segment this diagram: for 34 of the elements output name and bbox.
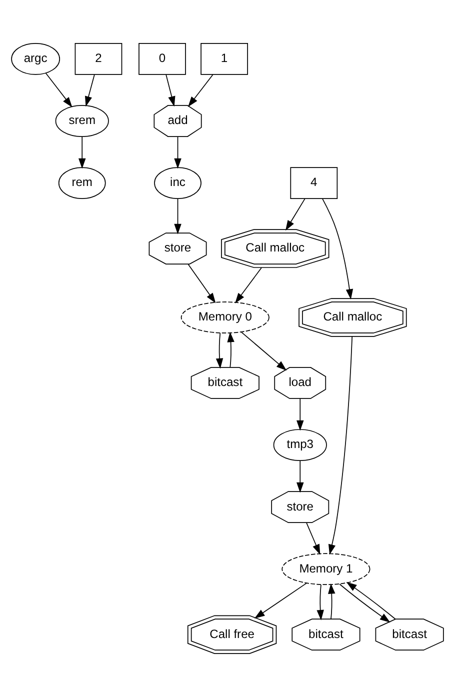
arrow — [78, 136, 86, 168]
node-ellipse: srem — [55, 104, 109, 136]
arrow — [316, 584, 324, 620]
node-ellipse: Memory 0 — [180, 301, 270, 333]
arrow — [346, 581, 396, 619]
arrow — [188, 263, 216, 303]
arrow — [328, 336, 353, 554]
node-box: 1 — [200, 42, 248, 74]
arrow — [322, 198, 354, 300]
arrow — [188, 74, 214, 106]
arrow — [84, 74, 95, 106]
arrow — [306, 522, 320, 554]
arrow — [174, 198, 182, 234]
arrow — [227, 331, 234, 368]
arrow — [174, 136, 182, 168]
arrow — [296, 460, 304, 492]
arrow — [339, 583, 390, 622]
node-ellipse: Memory 1 — [282, 552, 370, 585]
arrow — [254, 582, 307, 618]
arrow — [235, 266, 262, 303]
node-box: 0 — [138, 42, 186, 74]
node-ellipse: rem — [58, 166, 106, 198]
arrow — [166, 74, 176, 106]
arrow — [241, 331, 287, 370]
arrow — [285, 198, 306, 230]
node-ellipse: tmp3 — [273, 428, 327, 460]
node-ellipse: argc — [11, 42, 60, 74]
arrow — [45, 72, 72, 107]
node-box: 4 — [290, 166, 338, 198]
node-box: 2 — [74, 42, 122, 74]
node-ellipse: inc — [154, 166, 202, 198]
arrow — [328, 582, 336, 619]
arrow — [216, 332, 224, 368]
arrow — [296, 398, 304, 430]
